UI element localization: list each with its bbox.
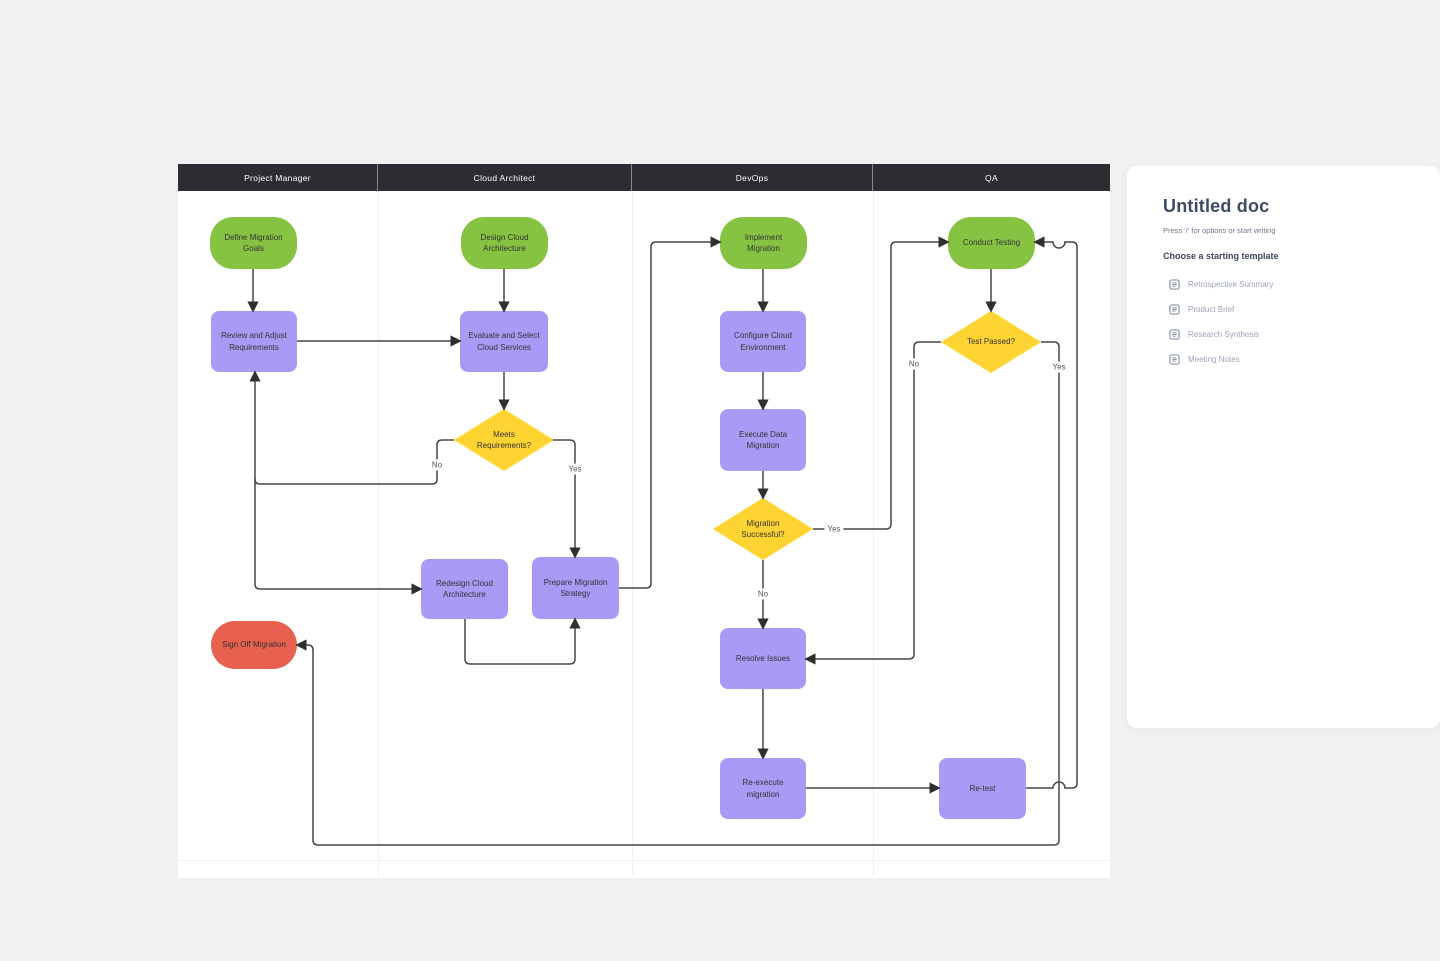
node-migration_ok[interactable]: Migration Successful? <box>713 498 813 560</box>
node-execute[interactable]: Execute Data Migration <box>720 409 806 471</box>
lane-header-project-manager[interactable]: Project Manager <box>178 164 378 191</box>
lane-header-devops[interactable]: DevOps <box>632 164 873 191</box>
template-section-title: Choose a starting template <box>1163 251 1279 261</box>
lane-header-cloud-architect[interactable]: Cloud Architect <box>378 164 632 191</box>
node-testpassed[interactable]: Test Passed? <box>941 311 1041 373</box>
node-retest[interactable]: Re-test <box>939 758 1026 819</box>
editor-placeholder[interactable]: Press '/' for options or start writing <box>1163 226 1276 235</box>
lane-divider <box>378 191 379 876</box>
node-label: Redesign Cloud Architecture <box>436 578 493 599</box>
node-design[interactable]: Design Cloud Architecture <box>461 217 548 269</box>
node-label: Execute Data Migration <box>738 429 788 450</box>
node-label: Migration Successful? <box>741 518 785 539</box>
document-icon <box>1169 354 1180 365</box>
node-label: Resolve Issues <box>735 653 791 663</box>
node-label: Sign Off Migration <box>222 640 286 650</box>
template-item-retrospective-summary[interactable]: Retrospective Summary <box>1163 272 1440 297</box>
lane-divider <box>873 191 874 876</box>
node-prepare[interactable]: Prepare Migration Strategy <box>532 557 619 619</box>
doc-panel: Untitled doc Press '/' for options or st… <box>1127 166 1440 728</box>
node-resolve[interactable]: Resolve Issues <box>720 628 806 689</box>
node-define[interactable]: Define Migration Goals <box>210 217 297 269</box>
template-item-label: Research Synthesis <box>1188 330 1260 339</box>
node-label: Conduct Testing <box>962 238 1021 248</box>
template-item-meeting-notes[interactable]: Meeting Notes <box>1163 347 1440 372</box>
edge-label-meets-yes: Yes <box>565 463 585 475</box>
document-icon <box>1169 279 1180 290</box>
edge-label-testpassed-no: No <box>905 358 923 370</box>
node-label: Re-execute migration <box>742 778 784 799</box>
node-label: Re-test <box>969 783 996 793</box>
edge-label-meets-no: No <box>428 459 446 471</box>
node-label: Prepare Migration Strategy <box>543 577 608 598</box>
document-icon <box>1169 304 1180 315</box>
node-label: Configure Cloud Environment <box>734 331 792 352</box>
node-redesign[interactable]: Redesign Cloud Architecture <box>421 559 508 619</box>
node-configure[interactable]: Configure Cloud Environment <box>720 311 806 372</box>
node-label: Meets Requirements? <box>476 429 532 450</box>
node-signoff[interactable]: Sign Off Migration <box>211 621 297 669</box>
node-label: Design Cloud Architecture <box>480 232 529 253</box>
node-label: Review and Adjust Requirements <box>221 331 287 352</box>
template-item-label: Meeting Notes <box>1188 355 1240 364</box>
document-icon <box>1169 329 1180 340</box>
template-item-label: Product Brief <box>1188 305 1235 314</box>
node-label: Define Migration Goals <box>224 232 283 253</box>
node-implement[interactable]: Implement Migration <box>720 217 807 269</box>
lane-header-qa[interactable]: QA <box>873 164 1110 191</box>
template-item-research-synthesis[interactable]: Research Synthesis <box>1163 322 1440 347</box>
node-reexecute[interactable]: Re-execute migration <box>720 758 806 819</box>
edge-label-testpassed-yes: Yes <box>1049 361 1069 373</box>
node-review[interactable]: Review and Adjust Requirements <box>211 311 297 372</box>
node-conduct[interactable]: Conduct Testing <box>948 217 1035 269</box>
node-label: Implement Migration <box>744 232 783 253</box>
node-label: Test Passed? <box>966 337 1016 347</box>
doc-title[interactable]: Untitled doc <box>1163 196 1270 216</box>
edge-label-migration_ok-yes: Yes <box>824 523 844 535</box>
lane-divider <box>632 191 633 876</box>
template-item-product-brief[interactable]: Product Brief <box>1163 297 1440 322</box>
node-evaluate[interactable]: Evaluate and Select Cloud Services <box>460 311 548 372</box>
lane-bottom-border <box>178 860 1110 861</box>
edge-label-migration_ok-no: No <box>754 588 772 600</box>
node-label: Evaluate and Select Cloud Services <box>468 331 540 352</box>
template-item-label: Retrospective Summary <box>1188 280 1274 289</box>
node-meets[interactable]: Meets Requirements? <box>454 409 554 471</box>
